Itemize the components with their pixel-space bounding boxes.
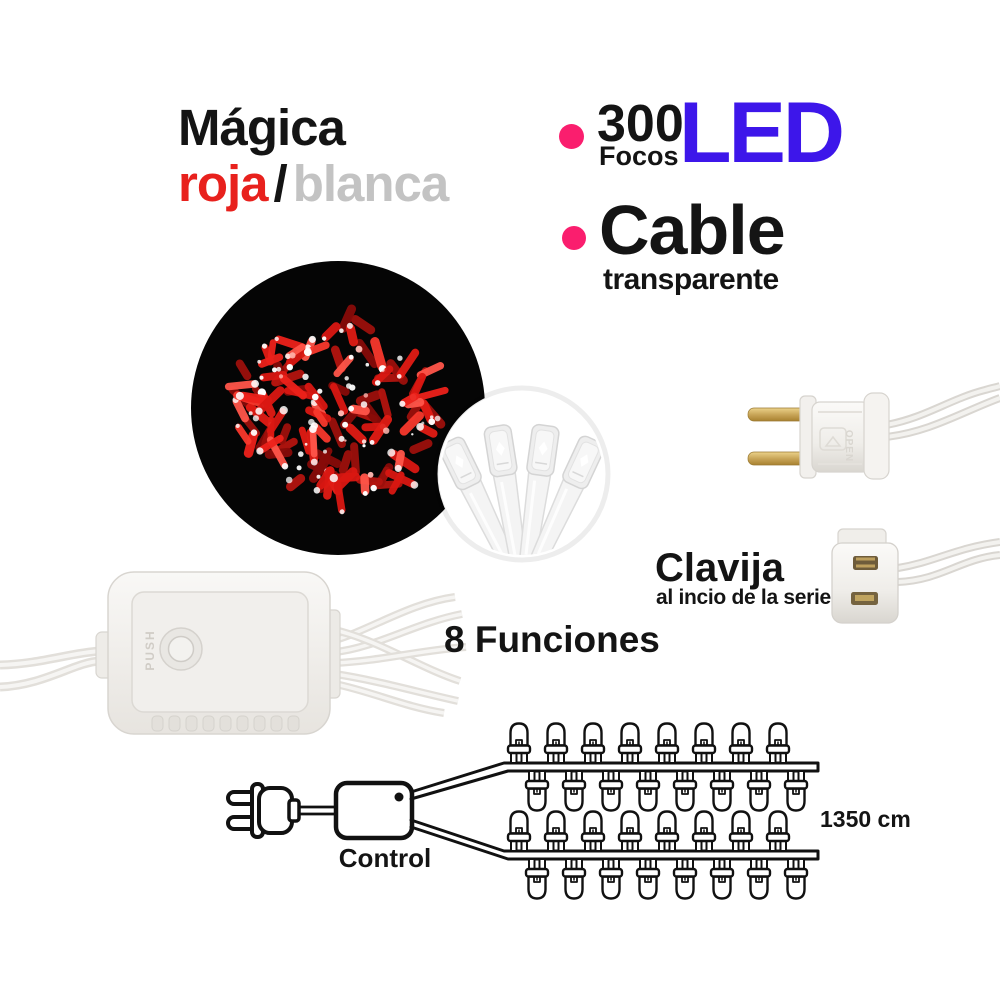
plug-open-label: OPEN (843, 429, 854, 463)
clavija-subtitle: al incio de la serie (656, 586, 831, 609)
title-slash: / (273, 155, 288, 212)
controller-push-label: PUSH (143, 629, 157, 671)
led-highlight: LED (679, 85, 845, 181)
product-title-line2: roja/blanca (178, 155, 450, 212)
cable-subtitle: transparente (603, 263, 779, 296)
clavija-title: Clavija (655, 546, 784, 590)
title-gray-word: blanca (292, 155, 450, 212)
functions-label: 8 Funciones (444, 619, 660, 660)
socket-photo (831, 528, 1000, 624)
diagram-control-label: Control (338, 843, 432, 873)
red-lights-photo (191, 261, 485, 555)
led-unit: Focos (599, 141, 679, 171)
title-red-word: roja (178, 155, 269, 212)
diagram-plug-icon (226, 782, 338, 839)
bullet-icon (562, 226, 586, 250)
diagram-control-box (333, 780, 415, 841)
cable-title: Cable (599, 191, 786, 269)
controller-photo (0, 571, 467, 735)
wiring-diagram (226, 722, 820, 900)
plug-photo (747, 382, 1000, 480)
diagram-length-label: 1350 cm (820, 806, 911, 832)
clear-bulbs-photo (433, 385, 611, 563)
product-title: Mágica roja/blanca (178, 99, 450, 212)
product-title-line1: Mágica (178, 99, 346, 156)
bullet-icon (559, 124, 584, 149)
led-count: 300 (597, 95, 684, 153)
